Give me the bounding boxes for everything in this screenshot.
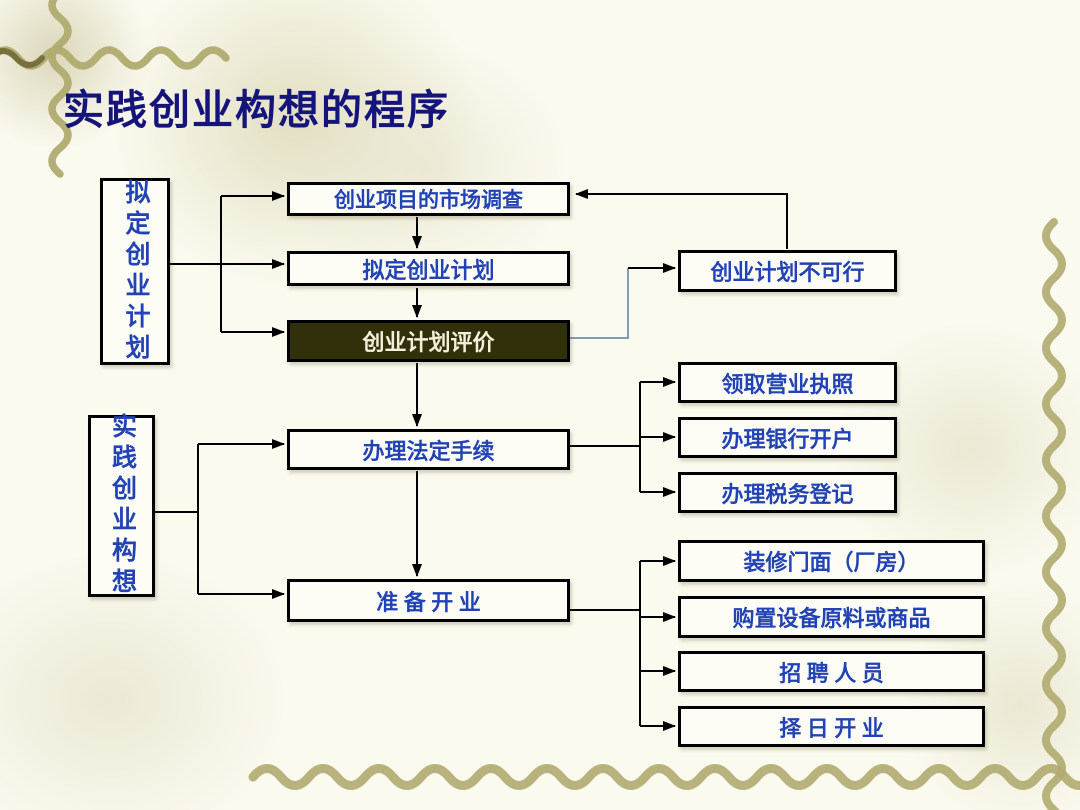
node-tax-registration: 办理税务登记 <box>678 472 897 513</box>
node-label: 拟定创业计划 <box>122 178 149 365</box>
node-opening-day: 择 日 开 业 <box>678 706 985 747</box>
decor-wave-bottom-horizontal <box>248 764 1080 790</box>
connector-infeasible-feedback <box>575 189 788 249</box>
node-label: 办理法定手续 <box>362 438 495 464</box>
node-label: 择 日 开 业 <box>779 715 884 741</box>
node-practice-group: 实践创业构想 <box>88 413 155 599</box>
node-plan-group: 拟定创业计划 <box>100 178 170 365</box>
node-label: 创业项目的市场调查 <box>334 188 523 212</box>
node-bank-account: 办理银行开户 <box>678 417 897 458</box>
node-plan-infeasible: 创业计划不可行 <box>678 250 897 292</box>
node-label: 办理银行开户 <box>721 426 854 452</box>
node-label: 拟定创业计划 <box>362 257 495 283</box>
connector-evaluation-elbow <box>570 268 629 339</box>
node-label: 领取营业执照 <box>721 371 854 397</box>
node-renovate-storefront: 装修门面（厂房） <box>678 540 985 582</box>
node-purchase-equipment: 购置设备原料或商品 <box>678 596 985 638</box>
node-business-license: 领取营业执照 <box>678 362 897 403</box>
node-label: 购置设备原料或商品 <box>732 606 931 631</box>
node-plan-evaluation: 创业计划评价 <box>287 320 570 362</box>
node-label: 实践创业构想 <box>108 413 136 599</box>
node-prepare-opening: 准 备 开 业 <box>287 579 570 622</box>
node-draft-plan: 拟定创业计划 <box>287 251 570 286</box>
node-legal-procedures: 办理法定手续 <box>287 429 570 470</box>
decor-wave-topleft-vertical <box>48 0 72 178</box>
node-label: 装修门面（厂房） <box>743 550 920 575</box>
node-market-survey: 创业项目的市场调查 <box>287 182 570 216</box>
page-title: 实践创业构想的程序 <box>63 87 450 133</box>
node-label: 招 聘 人 员 <box>779 660 884 686</box>
node-label: 准 备 开 业 <box>376 589 481 615</box>
node-label: 创业计划不可行 <box>710 260 865 285</box>
node-label: 办理税务登记 <box>721 481 854 507</box>
node-recruit-staff: 招 聘 人 员 <box>678 651 985 692</box>
node-label: 创业计划评价 <box>362 330 495 355</box>
decor-wave-right-vertical <box>1042 218 1066 810</box>
decor-wave-top-dark-accent <box>0 48 45 68</box>
